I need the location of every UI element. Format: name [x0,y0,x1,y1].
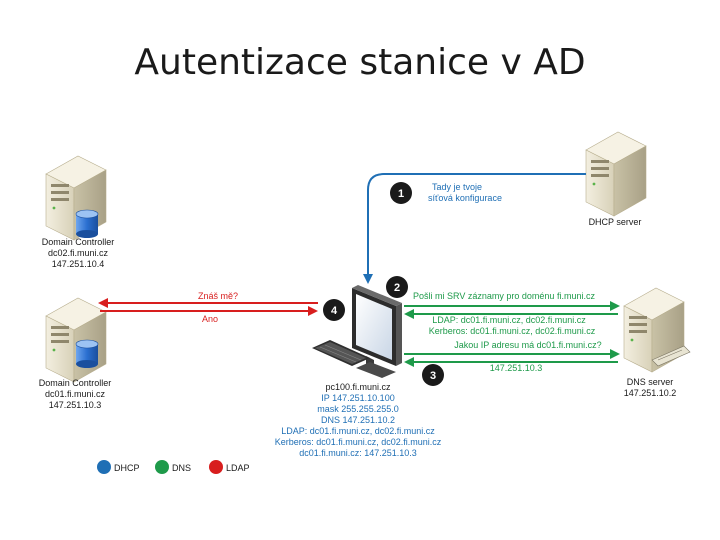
dhcp-message-line-1: Tady je tvoje [432,182,482,192]
legend-ldap-dot [209,460,223,474]
client-config-dns: DNS 147.251.10.2 [321,415,395,425]
dns-a-query-label: Jakou IP adresu má dc01.fi.muni.cz? [454,340,601,350]
legend: DHCP DNS LDAP [97,460,250,474]
step-1-label: 1 [398,188,404,200]
step-3-label: 3 [430,370,436,382]
legend-dns-label: DNS [172,463,191,473]
step-badge-3: 3 [422,364,444,386]
dc01-label-ip: 147.251.10.3 [49,400,102,410]
client-config-mask: mask 255.255.255.0 [317,404,399,414]
dns-srv-answer-line-2: Kerberos: dc01.fi.muni.cz, dc02.fi.muni.… [429,326,596,336]
dc02-label-role: Domain Controller [42,237,115,247]
step-2-label: 2 [394,282,400,294]
client-config-kerberos: Kerberos: dc01.fi.muni.cz, dc02.fi.muni.… [275,437,442,447]
dns-a-answer-label: 147.251.10.3 [490,363,543,373]
dns-srv-query-label: Pošli mi SRV záznamy pro doménu fi.muni.… [413,291,595,301]
dns-srv-answer-line-1: LDAP: dc01.fi.muni.cz, dc02.fi.muni.cz [432,315,586,325]
dc01-label-role: Domain Controller [39,378,112,388]
dhcp-message-line-2: síťová konfigurace [428,193,502,203]
step-badge-2: 2 [386,276,408,298]
client-config-dc01: dc01.fi.muni.cz: 147.251.10.3 [299,448,417,458]
server-dhcp-icon [585,131,647,217]
slide-title: Autentizace stanice v AD [134,42,586,83]
dhcp-server-label: DHCP server [589,217,642,227]
legend-dhcp-label: DHCP [114,463,140,473]
ldap-query-label: Znáš mě? [198,291,238,301]
client-pc-icon [312,285,402,378]
server-dns-icon [623,287,691,373]
legend-dhcp-dot [97,460,111,474]
dc02-label-ip: 147.251.10.4 [52,259,105,269]
client-config-ldap: LDAP: dc01.fi.muni.cz, dc02.fi.muni.cz [281,426,435,436]
step-4-label: 4 [331,305,338,317]
client-config-ip: IP 147.251.10.100 [321,393,394,403]
client-hostname: pc100.fi.muni.cz [325,382,391,392]
ldap-answer-label: Ano [202,314,218,324]
step-badge-1: 1 [390,182,412,204]
server-dc01-icon [45,297,107,383]
server-dc02-icon [45,155,107,241]
dns-server-label: DNS server [627,377,674,387]
dc01-label-host: dc01.fi.muni.cz [45,389,106,399]
legend-dns-dot [155,460,169,474]
dc02-label-host: dc02.fi.muni.cz [48,248,109,258]
legend-ldap-label: LDAP [226,463,250,473]
step-badge-4: 4 [323,299,345,321]
dns-server-ip: 147.251.10.2 [624,388,677,398]
dhcp-arrow [363,173,586,284]
